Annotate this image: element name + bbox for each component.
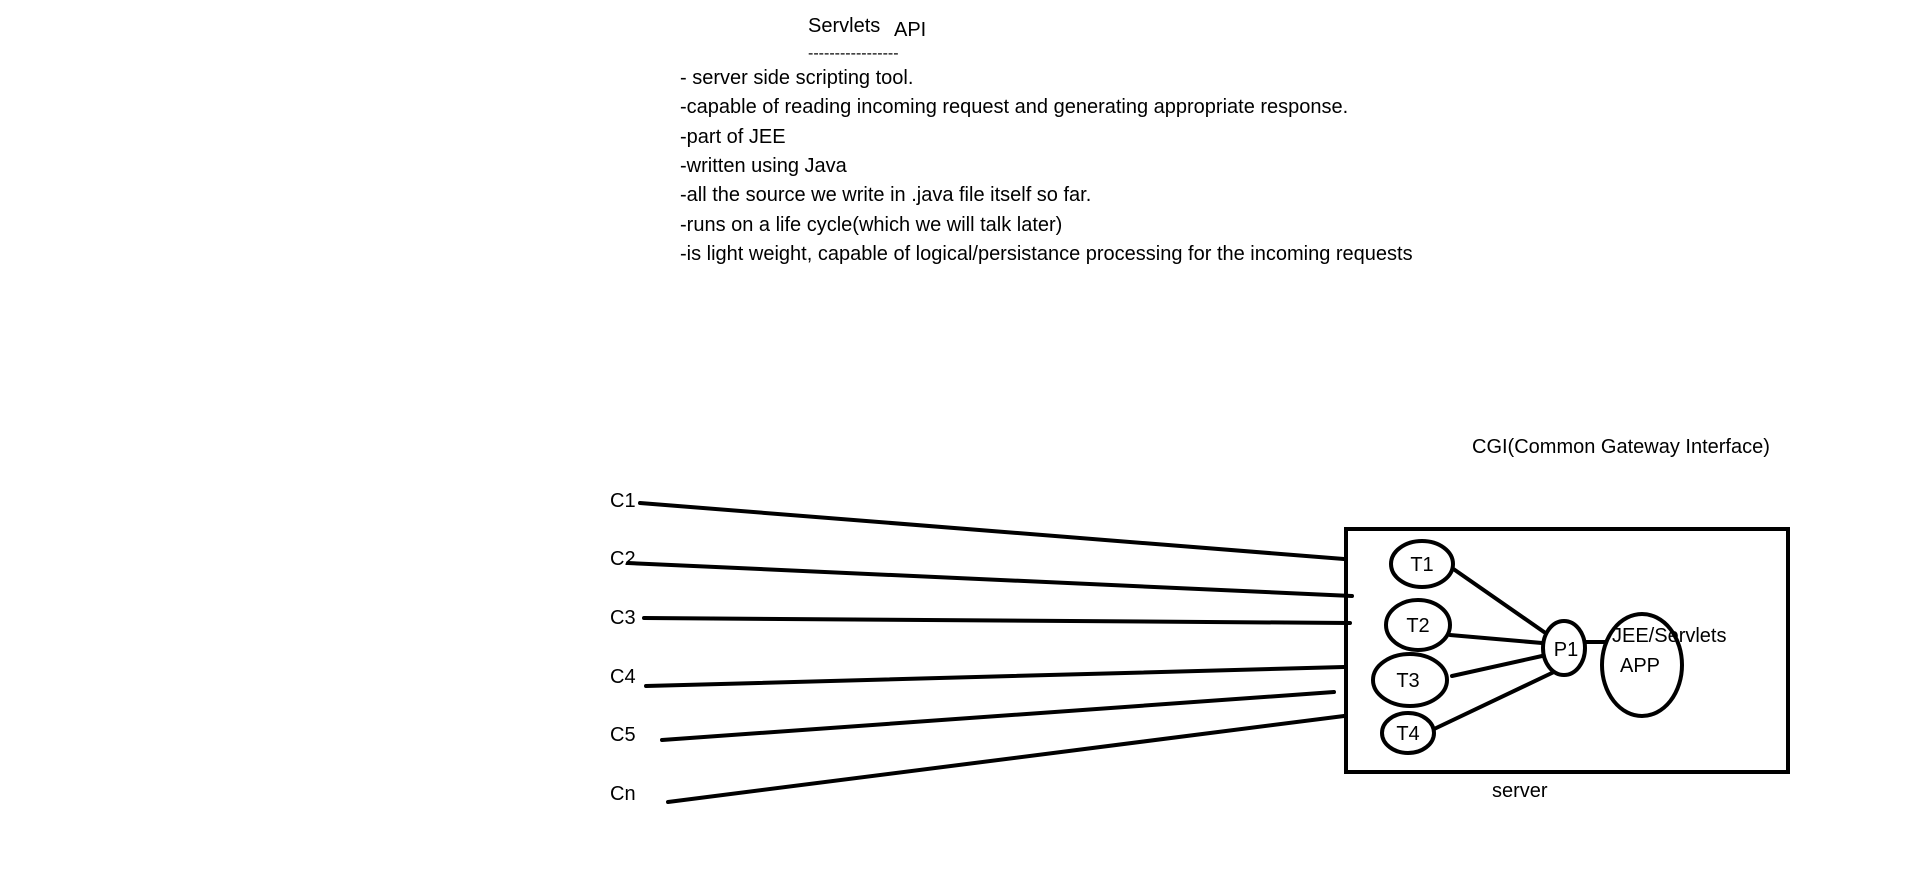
client-line-c1	[638, 501, 1346, 561]
notes-title: Servlets	[808, 15, 881, 37]
app-label-line2: APP	[1620, 655, 1660, 677]
process-label-p1: P1	[1554, 639, 1578, 661]
client-line-c3	[642, 616, 1352, 625]
server-box	[1344, 527, 1790, 774]
client-label-cn: Cn	[610, 783, 636, 805]
thread-t3	[1371, 652, 1449, 708]
thread-t4	[1380, 711, 1436, 755]
client-label-c5: C5	[610, 724, 636, 746]
cgi-heading: CGI(Common Gateway Interface)	[1472, 436, 1770, 458]
thread-label-t2: T2	[1406, 615, 1429, 637]
thread-label-t4: T4	[1396, 723, 1419, 745]
server-label: server	[1492, 780, 1548, 802]
thread-link-t1	[1450, 566, 1546, 634]
notes-title-suffix: API	[894, 19, 927, 41]
note-bullet: -part of JEE	[680, 126, 786, 148]
client-line-c2	[626, 561, 1354, 598]
thread-label-t3: T3	[1396, 670, 1419, 692]
app-ellipse	[1600, 612, 1684, 718]
thread-link-t2	[1448, 633, 1544, 645]
thread-t1	[1389, 539, 1455, 589]
client-line-cn	[666, 714, 1346, 804]
note-bullet: -all the source we write in .java file i…	[680, 184, 1092, 206]
thread-link-t4	[1430, 669, 1558, 732]
client-label-c1: C1	[610, 490, 636, 512]
client-label-c3: C3	[610, 607, 636, 629]
note-bullet: -is light weight, capable of logical/per…	[680, 243, 1413, 265]
thread-link-t3	[1450, 654, 1544, 678]
note-bullet: -written using Java	[680, 155, 847, 177]
note-bullet: - server side scripting tool.	[680, 67, 914, 89]
client-line-c5	[660, 690, 1336, 742]
process-p1	[1541, 619, 1587, 677]
thread-label-t1: T1	[1410, 554, 1433, 576]
note-bullet: -runs on a life cycle(which we will talk…	[680, 214, 1063, 236]
note-bullet: -capable of reading incoming request and…	[680, 96, 1349, 118]
notes-title-underline: -----------------	[808, 45, 899, 62]
client-line-c4	[644, 665, 1346, 688]
thread-t2	[1384, 598, 1452, 652]
client-label-c4: C4	[610, 666, 636, 688]
app-label-line1: JEE/Servlets	[1612, 625, 1726, 647]
